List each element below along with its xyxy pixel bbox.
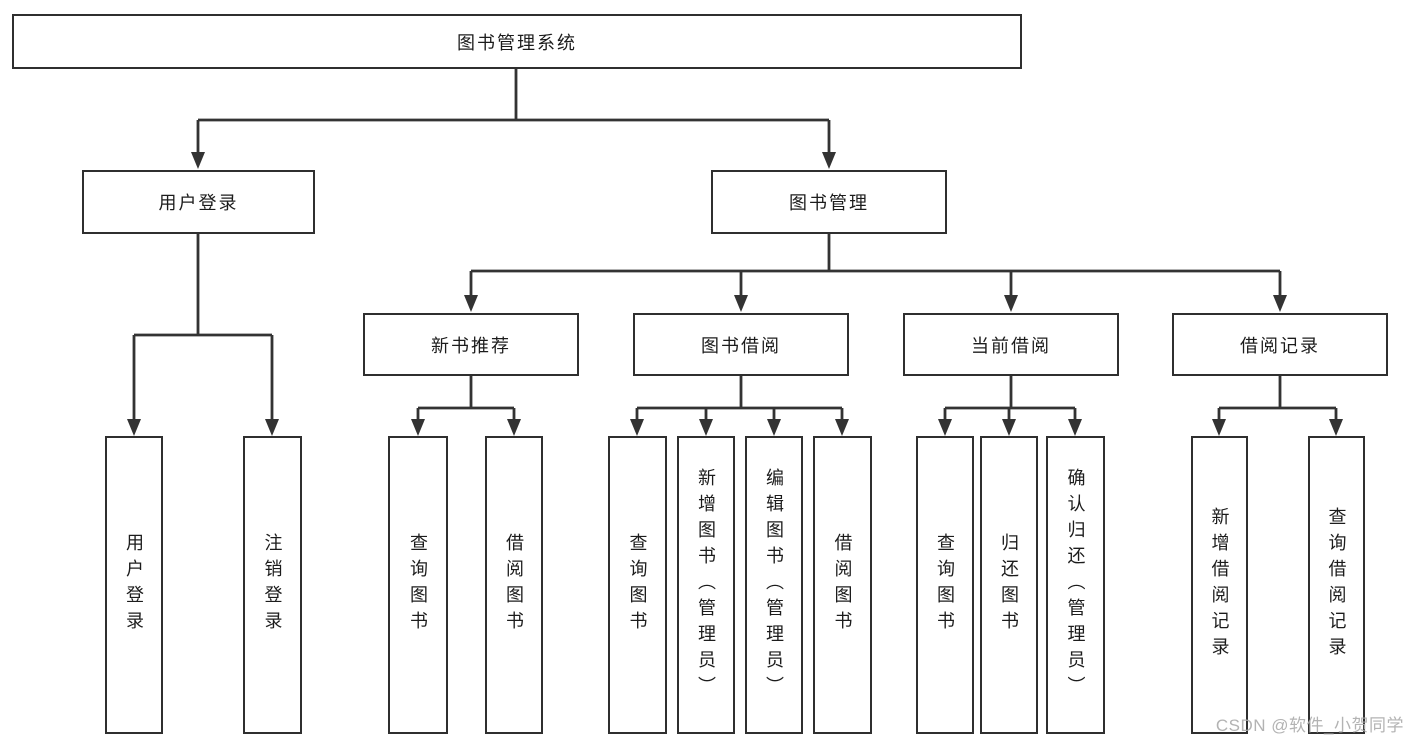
leaf-logout: 注销登录 (243, 436, 302, 734)
node-label: 注销登录 (262, 533, 283, 637)
node-label: 用户登录 (158, 193, 239, 213)
node-new-book-recommendation: 新书推荐 (363, 313, 579, 376)
leaf-query-books-borrow: 查询图书 (608, 436, 667, 734)
leaf-query-books-newbook: 查询图书 (388, 436, 448, 734)
node-label: 新增借阅记录 (1209, 507, 1230, 663)
node-label: 查询借阅记录 (1326, 507, 1347, 663)
leaf-query-borrow-record: 查询借阅记录 (1308, 436, 1365, 734)
node-book-management: 图书管理 (711, 170, 947, 234)
node-label: 用户登录 (124, 533, 144, 637)
leaf-return-books: 归还图书 (980, 436, 1038, 734)
leaf-user-login: 用户登录 (105, 436, 163, 734)
node-label: 图书管理 (789, 193, 869, 213)
node-label: 借阅图书 (504, 533, 524, 637)
node-label: 查询图书 (935, 533, 955, 637)
node-label: 查询图书 (627, 533, 648, 637)
node-label: 借阅记录 (1240, 335, 1320, 356)
leaf-add-borrow-record: 新增借阅记录 (1191, 436, 1248, 734)
node-label: 图书借阅 (701, 335, 781, 356)
csdn-watermark: CSDN @软件_小贺同学 (1215, 716, 1404, 735)
node-label: 查询图书 (408, 533, 428, 637)
node-book-borrowing: 图书借阅 (633, 313, 849, 376)
node-label: 新增图书（管理员） (696, 468, 716, 702)
leaf-query-books-current: 查询图书 (916, 436, 974, 734)
leaf-borrow-books-borrow: 借阅图书 (813, 436, 872, 734)
leaf-add-books-admin: 新增图书（管理员） (677, 436, 735, 734)
node-root-library-system: 图书管理系统 (12, 14, 1022, 69)
node-user-login: 用户登录 (82, 170, 315, 234)
node-label: 图书管理系统 (457, 32, 577, 53)
node-current-borrowing: 当前借阅 (903, 313, 1119, 376)
node-label: 当前借阅 (971, 335, 1051, 356)
leaf-edit-books-admin: 编辑图书（管理员） (745, 436, 803, 734)
node-label: 确认归还（管理员） (1065, 468, 1086, 702)
node-label: 编辑图书（管理员） (764, 468, 784, 702)
leaf-borrow-books-newbook: 借阅图书 (485, 436, 543, 734)
node-label: 新书推荐 (431, 335, 511, 356)
node-label: 借阅图书 (832, 533, 853, 637)
leaf-confirm-return-admin: 确认归还（管理员） (1046, 436, 1105, 734)
node-borrowing-records: 借阅记录 (1172, 313, 1388, 376)
node-label: 归还图书 (999, 533, 1019, 637)
